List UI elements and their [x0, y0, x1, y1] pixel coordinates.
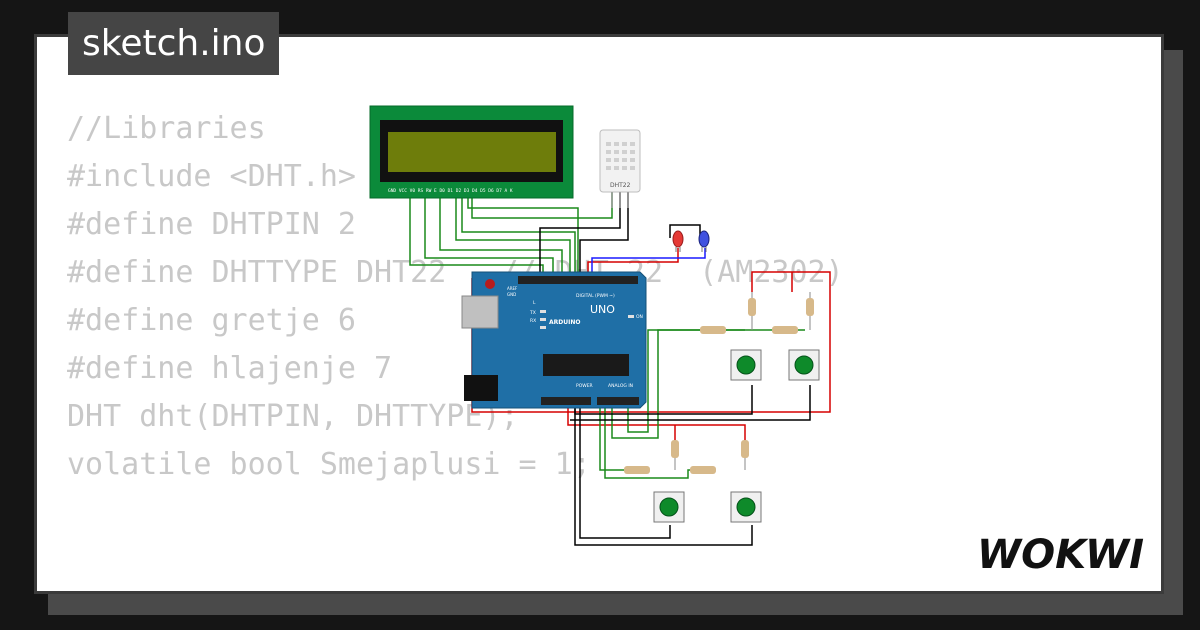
lcd-pin-labels: GND VCC V0 RS RW E D0 D1 D2 D3 D4 D5 D6 …	[388, 188, 513, 194]
board-brand: ARDUINO	[549, 319, 580, 326]
dht22-sensor: DHT22	[599, 129, 641, 208]
board-model: UNO	[590, 303, 615, 316]
board-power-label: POWER	[576, 383, 593, 389]
resistor	[772, 326, 798, 334]
pushbutton	[653, 491, 685, 523]
resistor	[690, 466, 716, 474]
led-blue	[698, 230, 710, 252]
code-line: DHT dht(DHTPIN, DHTTYPE);	[67, 399, 519, 434]
board-aref-label: AREF	[507, 286, 518, 291]
code-line: //Libraries	[67, 111, 266, 146]
board-digital-label: DIGITAL (PWM ~)	[576, 293, 615, 299]
pushbutton	[788, 349, 820, 381]
code-line: #include <DHT.h>	[67, 159, 356, 194]
arduino-uno-board: ARDUINO UNO DIGITAL (PWM ~) POWER ANALOG…	[461, 271, 647, 409]
pushbutton	[730, 491, 762, 523]
board-on-label: ON	[636, 314, 643, 320]
resistor	[671, 440, 679, 470]
dht-label: DHT22	[610, 182, 631, 189]
board-analog-label: ANALOG IN	[608, 383, 633, 389]
resistors	[624, 292, 814, 474]
board-gnd-label: GND	[507, 292, 516, 297]
wokwi-logo: WOKWI	[977, 532, 1144, 576]
led-red	[672, 230, 684, 252]
resistor	[624, 466, 650, 474]
lcd-display: GND VCC V0 RS RW E D0 D1 D2 D3 D4 D5 D6 …	[369, 105, 574, 199]
code-line: #define hlajenje 7	[67, 351, 393, 386]
resistor	[700, 326, 726, 334]
pushbutton	[730, 349, 762, 381]
code-line: volatile bool Smejaplusi = 1;	[67, 447, 591, 482]
wokwi-logo-text: WOKWI	[977, 532, 1144, 576]
resistor	[806, 292, 814, 330]
code-line: #define DHTPIN 2	[67, 207, 356, 242]
wires	[409, 192, 831, 546]
board-tx-label: TX	[529, 310, 536, 316]
board-l-label: L	[533, 300, 536, 306]
resistor	[741, 440, 749, 470]
code-line: #define gretje 6	[67, 303, 356, 338]
resistor	[748, 292, 756, 330]
board-rx-label: RX	[530, 318, 536, 324]
file-name-tab[interactable]: sketch.ino	[68, 12, 280, 75]
